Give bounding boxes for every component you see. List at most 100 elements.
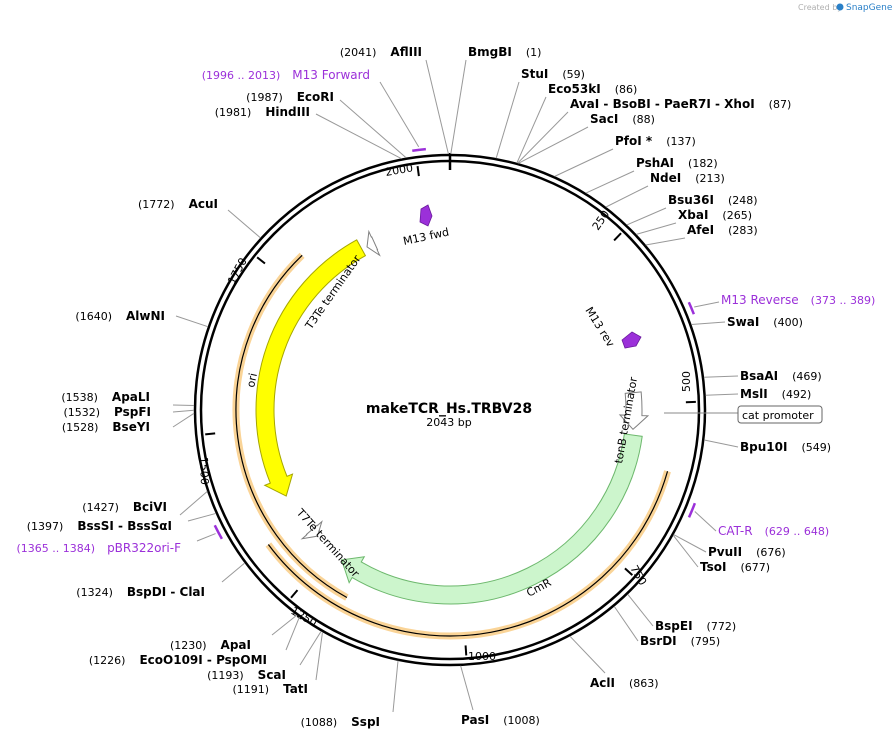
primer-binding-mark[interactable] — [687, 502, 697, 518]
site-name[interactable]: BseYI — [112, 420, 150, 434]
site-position: (86) — [615, 83, 638, 96]
site-name[interactable]: BciVI — [133, 500, 167, 514]
tick-mark — [256, 256, 266, 265]
tonb-terminator-arrow[interactable] — [618, 391, 650, 431]
site-name[interactable]: SwaI — [727, 315, 759, 329]
site-leader-line — [299, 630, 322, 666]
primer-binding-mark[interactable] — [213, 524, 223, 540]
site-position: (400) — [773, 316, 803, 329]
primer-name[interactable]: pBR322ori-F — [107, 541, 181, 555]
t3te-terminator-arrow[interactable] — [366, 229, 381, 257]
site-name[interactable]: BspDI - ClaI — [127, 585, 205, 599]
site-position: (2041) — [340, 46, 377, 59]
site-name[interactable]: EcoO109I - PspOMI — [139, 653, 267, 667]
site-name[interactable]: AfeI — [687, 223, 714, 237]
site-name[interactable]: AclI — [590, 676, 615, 690]
site-leader-line — [613, 606, 639, 642]
site-leader-line — [585, 170, 635, 194]
site-name[interactable]: BssSI - BssSαI — [77, 519, 172, 533]
m13-rev-marker-icon[interactable] — [621, 331, 642, 349]
site-name[interactable]: PfoI * — [615, 134, 653, 148]
site-position: (182) — [688, 157, 718, 170]
primer-binding-mark[interactable] — [687, 301, 696, 315]
site-name[interactable]: MslI — [740, 387, 768, 401]
primer-leader-line — [196, 533, 216, 542]
site-name[interactable]: NdeI — [650, 171, 681, 185]
primer-position: (1996 .. 2013) — [202, 69, 281, 82]
credit-brand: SnapGene — [846, 3, 893, 13]
site-name[interactable]: BsrDI — [640, 634, 677, 648]
primer-name[interactable]: M13 Forward — [292, 68, 370, 82]
site-name[interactable]: ApaI — [221, 638, 251, 652]
primer-binding-mark[interactable] — [412, 147, 426, 152]
tick-label: 1250 — [289, 604, 320, 629]
site-name[interactable]: BsaAI — [740, 369, 778, 383]
site-name[interactable]: BspEI — [655, 619, 693, 633]
site-name[interactable]: ScaI — [258, 668, 286, 682]
restriction-sites: BmgBI(1)AflIII(2041)StuI(59)Eco53kI(86)A… — [27, 45, 831, 729]
site-leader-line — [450, 59, 467, 155]
site-position: (283) — [728, 224, 758, 237]
site-name[interactable]: SacI — [590, 112, 618, 126]
site-leader-line — [495, 81, 520, 159]
site-name[interactable]: BmgBI — [468, 45, 512, 59]
primer-leader-line — [694, 301, 720, 308]
site-name[interactable]: PspFI — [114, 405, 151, 419]
snapgene-logo-icon — [836, 3, 844, 11]
site-name[interactable]: AlwNI — [126, 309, 165, 323]
features — [255, 204, 650, 605]
site-position: (1528) — [62, 421, 99, 434]
site-name[interactable]: AflIII — [390, 45, 422, 59]
site-leader-line — [636, 222, 677, 235]
site-leader-line — [172, 409, 195, 413]
site-leader-line — [672, 534, 699, 568]
site-position: (1088) — [301, 716, 338, 729]
tick-label: 500 — [680, 371, 693, 392]
site-leader-line — [703, 375, 739, 378]
site-name[interactable]: TsoI — [700, 560, 726, 574]
site-name[interactable]: EcoRI — [297, 90, 334, 104]
site-name[interactable]: StuI — [521, 67, 548, 81]
site-name[interactable]: SspI — [351, 715, 380, 729]
site-position: (265) — [722, 209, 752, 222]
map-title: makeTCR_Hs.TRBV28 — [366, 401, 532, 417]
site-name[interactable]: ApaLI — [112, 390, 150, 404]
site-position: (1427) — [82, 501, 119, 514]
primer-name[interactable]: M13 Reverse — [721, 293, 799, 307]
site-leader-line — [179, 491, 208, 516]
site-leader-line — [673, 534, 707, 553]
site-name[interactable]: Eco53kI — [548, 82, 601, 96]
primer-leader-line — [694, 511, 717, 532]
primer-position: (1365 .. 1384) — [17, 542, 96, 555]
credit-prefix: Created by — [798, 3, 842, 12]
site-position: (1008) — [503, 714, 540, 727]
site-position: (676) — [756, 546, 786, 559]
map-title-group: makeTCR_Hs.TRBV28 2043 bp — [366, 401, 532, 429]
site-position: (549) — [801, 441, 831, 454]
site-name[interactable]: PvuII — [708, 545, 742, 559]
primer-name[interactable]: CAT-R — [718, 524, 753, 538]
site-name[interactable]: Bsu36I — [668, 193, 714, 207]
site-position: (59) — [562, 68, 585, 81]
site-name[interactable]: PshAI — [636, 156, 674, 170]
site-name[interactable]: HindIII — [265, 105, 310, 119]
site-name[interactable]: XbaI — [678, 208, 708, 222]
t7te-terminator-arrow[interactable] — [300, 520, 323, 540]
site-name[interactable]: PasI — [461, 713, 489, 727]
m13-fwd-marker-icon[interactable] — [419, 204, 433, 227]
highlight-line — [235, 254, 348, 599]
site-leader-line — [554, 148, 614, 177]
site-leader-line — [605, 185, 649, 208]
site-name[interactable]: Bpu10I — [740, 440, 787, 454]
highlight-line — [267, 471, 669, 637]
site-name[interactable]: TatI — [283, 682, 308, 696]
cat-promoter-box[interactable] — [737, 405, 823, 424]
ori-feature-arrow[interactable] — [255, 239, 367, 497]
site-name[interactable]: AcuI — [189, 197, 218, 211]
site-position: (1987) — [246, 91, 283, 104]
cmr-feature-arrow[interactable] — [340, 433, 643, 605]
site-leader-line — [627, 593, 654, 627]
site-position: (1397) — [27, 520, 64, 533]
site-name[interactable]: AvaI - BsoBI - PaeR7I - XhoI — [570, 97, 755, 111]
